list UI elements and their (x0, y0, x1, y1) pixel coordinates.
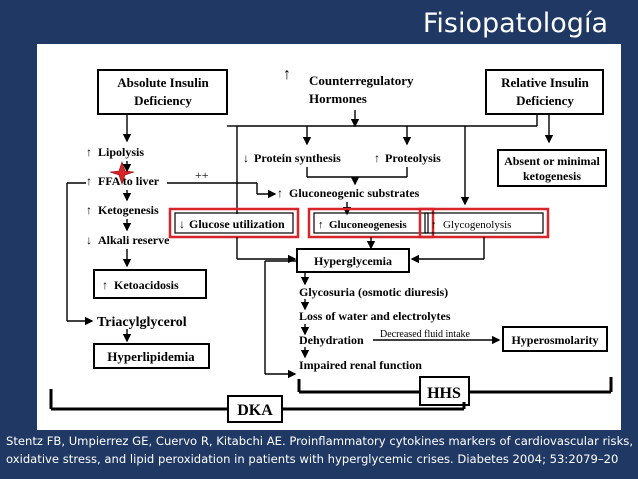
relative-insulin-label-1: Relative Insulin (501, 75, 590, 90)
up-arrow-icon: ↑ (374, 151, 380, 165)
up-arrow-icon: ↑ (86, 174, 92, 188)
relative-insulin-box (485, 69, 604, 115)
protein-synthesis-label: Protein synthesis (254, 151, 341, 165)
absent-ketogenesis-label-1: Absent or minimal (504, 154, 600, 168)
triacylglycerol-label: Triacylglycerol (97, 315, 187, 330)
up-arrow-icon: ↑ (431, 219, 437, 231)
gluconeogenesis-label: Gluconeogenesis (329, 219, 407, 231)
proteolysis-label: Proteolysis (385, 151, 441, 165)
up-arrow-icon: ↑ (283, 66, 291, 83)
glycogenolysis-label: Glycogenolysis (443, 219, 511, 231)
up-arrow-icon: ↑ (318, 219, 324, 231)
hyperlipidemia-label: Hyperlipidemia (107, 349, 195, 364)
dka-label: DKA (237, 402, 273, 419)
ketoacidosis-label: Ketoacidosis (114, 278, 179, 292)
absolute-insulin-box (97, 69, 228, 115)
lipolysis-label: Lipolysis (98, 145, 144, 159)
dehydration-label: Dehydration (299, 333, 364, 347)
pathophysiology-diagram: Absolute Insulin Deficiency ↑ Counterreg… (49, 66, 613, 423)
down-arrow-icon: ↓ (86, 233, 92, 247)
down-arrow-icon: ↓ (243, 151, 249, 165)
up-arrow-icon: ↑ (86, 203, 92, 217)
hhs-label: HHS (427, 385, 461, 402)
ketoacidosis-box (93, 269, 207, 299)
decreased-fluid-label: Decreased fluid intake (380, 329, 471, 340)
up-arrow-icon: ↑ (277, 186, 283, 200)
loss-water-label: Loss of water and electrolytes (299, 309, 451, 323)
hyperosmolarity-label: Hyperosmolarity (511, 333, 598, 347)
plus-plus-label: ++ (195, 168, 209, 182)
dka-box (227, 395, 283, 423)
ketogenesis-label: Ketogenesis (98, 203, 159, 217)
alkali-reserve-label: Alkali reserve (98, 233, 170, 247)
relative-insulin-label-2: Deficiency (516, 93, 574, 108)
counterregulatory-label-2: Hormones (309, 91, 367, 106)
absent-ketogenesis-label-2: ketogenesis (523, 169, 581, 183)
diagram-panel: Absolute Insulin Deficiency ↑ Counterreg… (37, 44, 621, 430)
hhs-box (419, 376, 470, 406)
impaired-renal-label: Impaired renal function (299, 358, 422, 372)
glycosuria-label: Glycosuria (osmotic diuresis) (299, 285, 448, 299)
slide-title: Fisiopatología (422, 8, 608, 39)
citation: Stentz FB, Umpierrez GE, Cuervo R, Kitab… (6, 432, 634, 468)
hyperlipidemia-box (93, 343, 210, 369)
down-arrow-icon: ↓ (179, 217, 185, 231)
red-star-icon (109, 161, 135, 185)
citation-line-2: oxidative stress, and lipid peroxidation… (6, 452, 619, 466)
glucose-utilization-highlight (168, 207, 300, 239)
citation-line-1: Stentz FB, Umpierrez GE, Cuervo R, Kitab… (6, 434, 634, 448)
glucose-utilization-label: Glucose utilization (189, 217, 285, 231)
hyperglycemia-label: Hyperglycemia (314, 254, 392, 268)
absolute-insulin-label-2: Deficiency (134, 93, 192, 108)
up-arrow-icon: ↑ (102, 278, 108, 292)
gluconeogenic-substrates-label: Gluconeogenic substrates (289, 186, 420, 200)
up-arrow-icon: ↑ (86, 145, 92, 159)
counterregulatory-label-1: Counterregulatory (309, 73, 414, 88)
hyperosmolarity-box (502, 326, 608, 352)
ffa-to-liver-label: FFA to liver (98, 174, 160, 188)
absolute-insulin-label-1: Absolute Insulin (117, 75, 209, 90)
absent-ketogenesis-box (497, 149, 607, 187)
